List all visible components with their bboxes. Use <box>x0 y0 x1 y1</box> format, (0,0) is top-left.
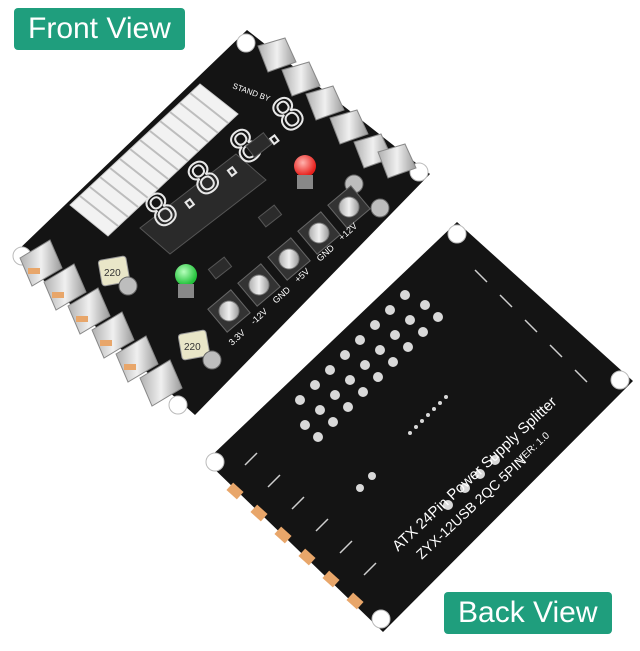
mount-hole <box>168 395 188 415</box>
led-switch <box>178 284 194 298</box>
mount-hole <box>447 224 467 244</box>
screw-terminal <box>278 248 300 270</box>
capacitor <box>370 198 390 218</box>
ic-chip <box>207 256 233 280</box>
usb-port <box>67 287 111 335</box>
mount-hole <box>205 452 225 472</box>
mount-hole <box>236 33 256 53</box>
back-usb-edges <box>226 482 364 610</box>
front-view-label: Front View <box>14 8 185 50</box>
usb-port <box>377 143 417 179</box>
ic-chip <box>257 204 283 228</box>
usb-port <box>19 239 63 287</box>
back-view-label: Back View <box>444 592 612 634</box>
front-usb-ports <box>19 239 183 407</box>
screw-terminal <box>338 196 360 218</box>
usb-port <box>139 359 183 407</box>
led-switch <box>297 175 313 189</box>
back-silk-outlines <box>244 269 588 576</box>
green-led <box>175 264 197 286</box>
red-led <box>294 155 316 177</box>
mount-hole <box>371 609 391 629</box>
usb-port <box>43 263 87 311</box>
screw-terminal <box>248 274 270 296</box>
ic-chips <box>207 132 283 280</box>
back-small-pads <box>408 395 448 435</box>
back-solder-pads <box>295 290 500 510</box>
inductor-label: 220 <box>184 342 201 353</box>
usb-port <box>281 61 321 97</box>
inductor: 220 <box>177 329 211 361</box>
atx-24pin-connector <box>69 83 239 237</box>
back-pcb <box>206 222 633 632</box>
inductor: 220 <box>97 255 131 287</box>
screw-terminal <box>308 222 330 244</box>
usb-port <box>91 311 135 359</box>
usb-port <box>329 109 369 145</box>
top-usb-ports <box>257 37 417 179</box>
screw-terminal <box>218 300 240 322</box>
usb-port <box>257 37 297 73</box>
capacitor <box>118 276 138 296</box>
usb-port <box>115 335 159 383</box>
mount-hole <box>610 370 630 390</box>
terminal-block <box>207 185 371 333</box>
inductor-label: 220 <box>104 268 121 279</box>
usb-port <box>305 85 345 121</box>
capacitor <box>202 350 222 370</box>
ic-chip <box>245 132 273 158</box>
